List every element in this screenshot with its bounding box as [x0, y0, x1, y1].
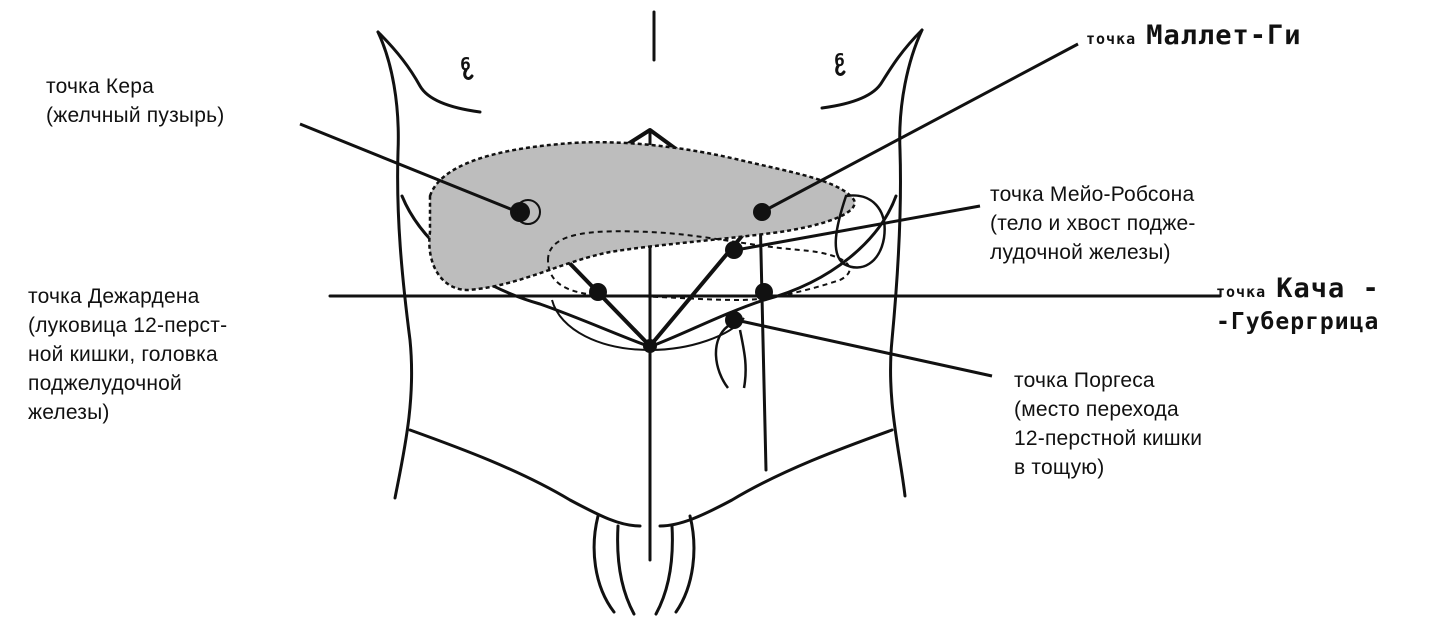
chest-mark-left: 6 — [460, 54, 472, 75]
label-mayo-robson-line1: точка Мейо-Робсона — [990, 180, 1196, 209]
label-porges: точка Поргеса (место перехода 12-перстно… — [1014, 366, 1202, 482]
label-porges-line3: 12-перстной кишки — [1014, 424, 1202, 453]
label-kacha-name: Кача - — [1276, 273, 1380, 304]
label-kacha: точка Кача - -Губергрица — [1216, 274, 1380, 337]
leader-porges — [736, 320, 992, 376]
point-mallet-guy — [753, 203, 771, 221]
lower-abdomen-right — [660, 430, 892, 526]
point-porges — [725, 311, 743, 329]
label-dejardin: точка Дежардена (луковица 12-перст- ной … — [28, 282, 227, 427]
label-kera: точка Кера (желчный пузырь) — [46, 72, 224, 130]
torso-right-outline — [891, 30, 922, 496]
point-kacha — [755, 283, 773, 301]
point-mayo-robson — [725, 241, 743, 259]
label-mayo-robson: точка Мейо-Робсона (тело и хвост подже- … — [990, 180, 1196, 267]
label-dejardin-line3: ной кишки, головка — [28, 340, 227, 369]
label-dejardin-line5: железы) — [28, 398, 227, 427]
liver-shape — [429, 142, 854, 290]
label-mallet-guy-name: Маллет-Ги — [1146, 20, 1301, 51]
label-mallet-guy: точка Маллет-Ги — [1086, 20, 1302, 51]
label-kacha-prefix: точка — [1216, 283, 1276, 301]
label-dejardin-line1: точка Дежардена — [28, 282, 227, 311]
label-dejardin-line2: (луковица 12-перст- — [28, 311, 227, 340]
label-porges-line4: в тощую) — [1014, 453, 1202, 482]
point-dejardin — [589, 283, 607, 301]
label-kera-line2: (желчный пузырь) — [46, 101, 224, 130]
point-kera — [510, 202, 530, 222]
label-mayo-robson-line2: (тело и хвост подже- — [990, 209, 1196, 238]
label-mayo-robson-line3: лудочной железы) — [990, 238, 1196, 267]
point-rhombus-apex — [643, 339, 657, 353]
torso-left-outline — [378, 32, 412, 498]
label-porges-line2: (место перехода — [1014, 395, 1202, 424]
genital-sketch — [594, 516, 694, 614]
label-kacha-line2: -Губергрица — [1216, 307, 1380, 337]
duodenojejunal-curl — [716, 326, 746, 388]
label-mallet-guy-prefix: точка — [1086, 30, 1146, 48]
lower-abdomen-left — [410, 430, 640, 526]
label-porges-line1: точка Поргеса — [1014, 366, 1202, 395]
lateral-vertical-line — [760, 210, 766, 470]
label-dejardin-line4: поджелудочной — [28, 369, 227, 398]
chest-mark-right: 6 — [834, 50, 846, 71]
label-kera-line1: точка Кера — [46, 72, 224, 101]
